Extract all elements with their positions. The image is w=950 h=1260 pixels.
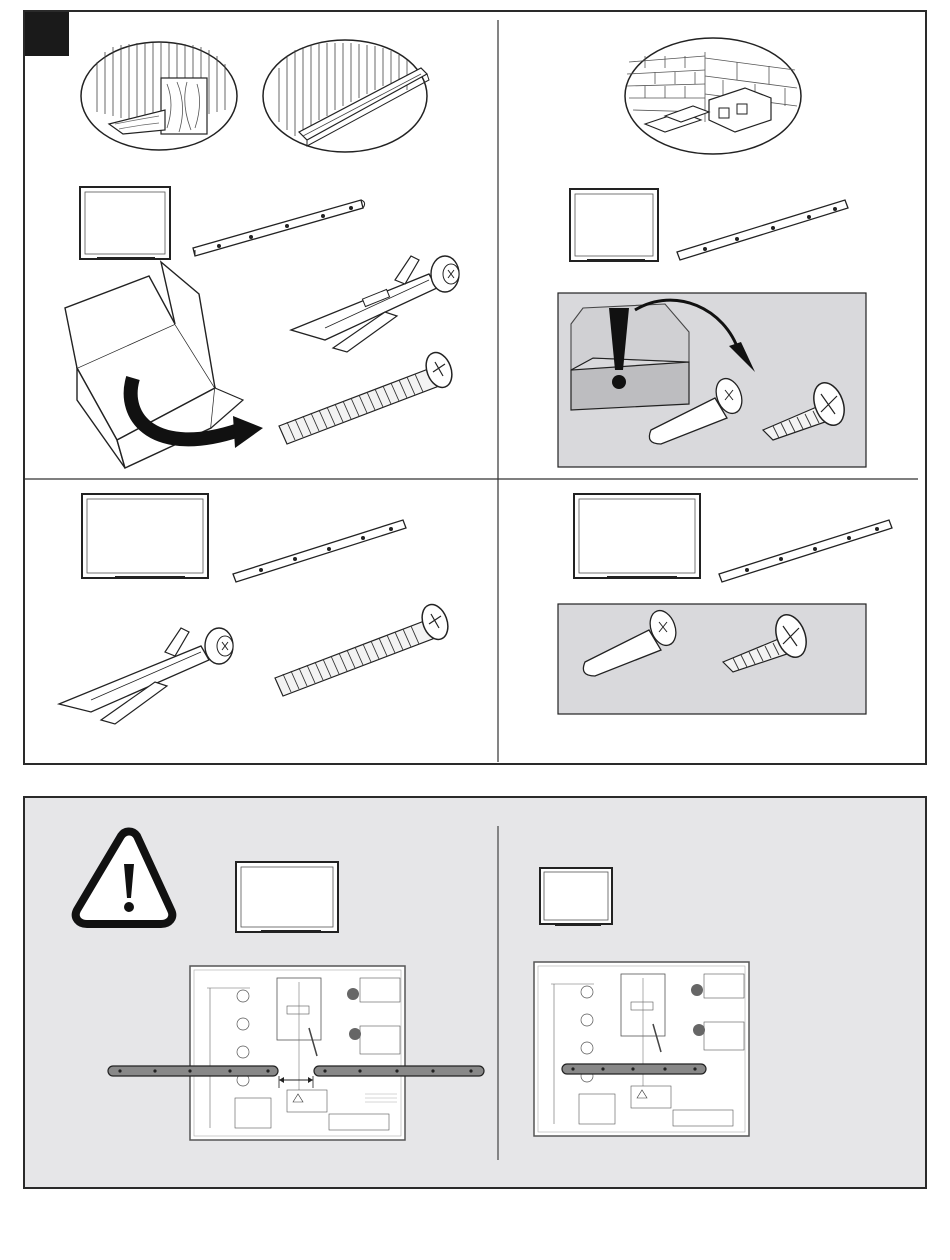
- toggle-anchor-icon: [59, 628, 233, 724]
- display-icon: [82, 494, 208, 579]
- drywall-channel-scene-icon: [263, 40, 429, 152]
- long-bolt-icon: [279, 349, 456, 444]
- mounting-rail-icon: [233, 520, 406, 582]
- open-box-icon: [65, 262, 263, 468]
- masonry-wall-scene-icon: [625, 38, 801, 154]
- step-badge: [25, 12, 69, 56]
- toggle-anchor-icon: [291, 256, 459, 352]
- mounting-rail-icon: [677, 200, 848, 260]
- display-icon: [80, 187, 170, 260]
- display-icon: [570, 189, 658, 262]
- warning-triangle-icon: [76, 832, 173, 925]
- long-bolt-icon: [275, 601, 452, 696]
- wood-stud-scene-icon: [81, 42, 237, 150]
- mounting-rail-icon: [193, 200, 365, 256]
- small-display-icon: [540, 868, 612, 926]
- wide-display-icon: [236, 862, 338, 933]
- bottom-instruction-panel: [23, 796, 927, 1189]
- top-instruction-panel: [23, 10, 927, 765]
- rail-icon: [562, 1064, 706, 1074]
- template-sheet-icon: [190, 966, 405, 1140]
- template-sheet-icon: [534, 962, 749, 1136]
- display-icon: [574, 494, 700, 579]
- bottom-panel-drawing: [25, 798, 929, 1191]
- top-panel-drawing: [25, 12, 929, 767]
- mounting-rail-icon: [719, 520, 892, 582]
